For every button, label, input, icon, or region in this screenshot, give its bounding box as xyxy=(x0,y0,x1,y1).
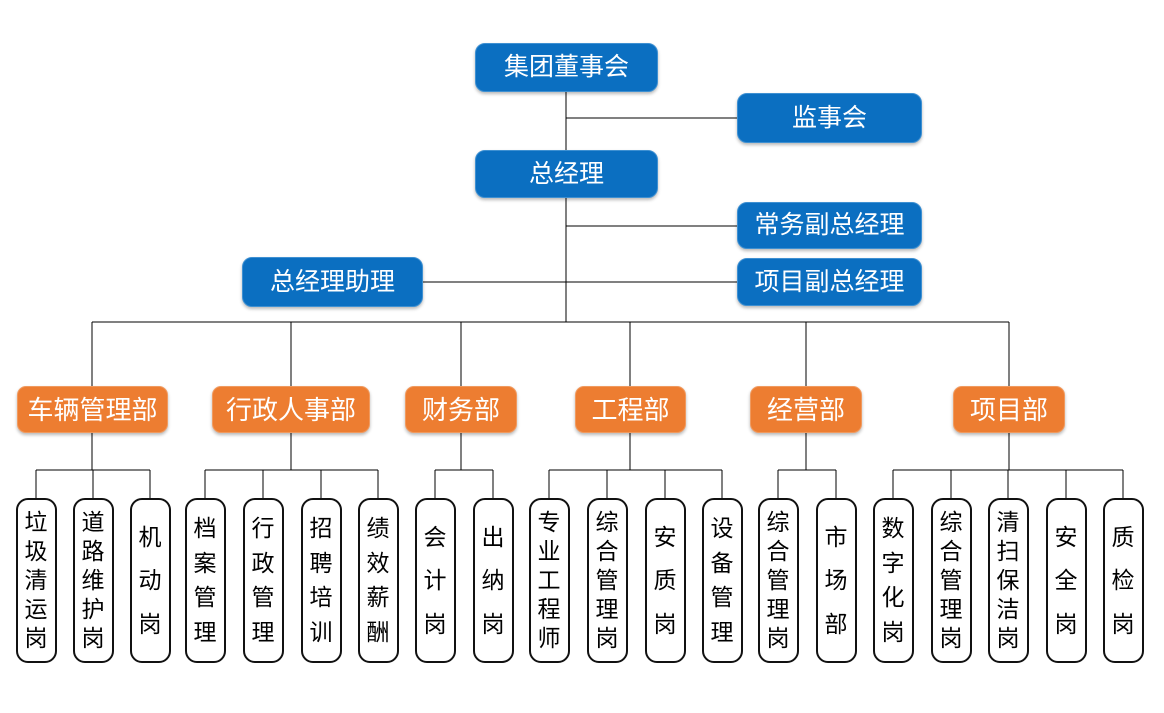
position-box: 招聘培训 xyxy=(300,498,342,663)
department-box: 行政人事部 xyxy=(212,386,370,433)
position-box: 安质岗 xyxy=(644,498,686,663)
node-supervisory-board: 监事会 xyxy=(737,93,922,143)
position-box: 绩效薪酬 xyxy=(357,498,399,663)
node-project-deputy-gm: 项目副总经理 xyxy=(737,258,922,306)
node-gm-assistant: 总经理助理 xyxy=(242,257,423,307)
position-box: 综合管理岗 xyxy=(586,498,628,663)
position-box: 档案管理 xyxy=(184,498,226,663)
department-box: 项目部 xyxy=(953,386,1065,433)
position-box: 机动岗 xyxy=(129,498,171,663)
position-box: 行政管理 xyxy=(242,498,284,663)
position-box: 垃圾清运岗 xyxy=(15,498,57,663)
node-executive-deputy-gm: 常务副总经理 xyxy=(737,202,922,249)
position-box: 会计岗 xyxy=(414,498,456,663)
department-box: 车辆管理部 xyxy=(17,386,168,433)
node-general-manager: 总经理 xyxy=(475,150,658,198)
node-board-of-directors: 集团董事会 xyxy=(475,43,658,92)
position-box: 出纳岗 xyxy=(472,498,514,663)
position-box: 质检岗 xyxy=(1102,498,1144,663)
position-box: 安全岗 xyxy=(1045,498,1087,663)
position-box: 综合管理岗 xyxy=(757,498,799,663)
position-box: 市场部 xyxy=(815,498,857,663)
department-box: 财务部 xyxy=(405,386,517,433)
position-box: 专业工程师 xyxy=(528,498,570,663)
position-box: 道路维护岗 xyxy=(72,498,114,663)
position-box: 清扫保洁岗 xyxy=(987,498,1029,663)
position-box: 综合管理岗 xyxy=(930,498,972,663)
department-box: 经营部 xyxy=(750,386,862,433)
department-box: 工程部 xyxy=(575,386,686,433)
position-box: 数字化岗 xyxy=(872,498,914,663)
position-box: 设备管理 xyxy=(701,498,743,663)
